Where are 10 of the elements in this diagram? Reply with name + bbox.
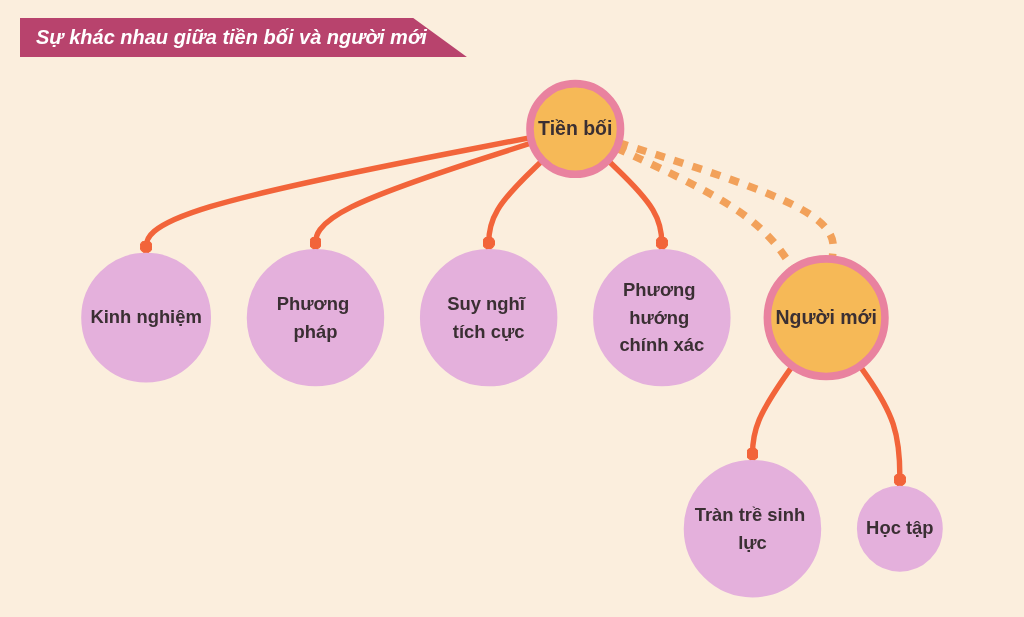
node-circle: Phương pháp: [246, 248, 385, 387]
node-circle: Tiền bối: [526, 79, 625, 178]
node-circle: Suy nghĩ tích cực: [419, 248, 558, 387]
node-circle: Kinh nghiệm: [81, 252, 212, 383]
node-circle: Tràn trề sinh lực: [683, 459, 822, 598]
node-circle: Người mới: [763, 255, 889, 381]
connector: [139, 134, 532, 254]
title-banner: Sự khác nhau giữa tiền bối và người mới: [20, 18, 467, 57]
node-circle: Phương hướng chính xác: [593, 248, 731, 387]
node-circle: Học tập: [856, 485, 943, 572]
